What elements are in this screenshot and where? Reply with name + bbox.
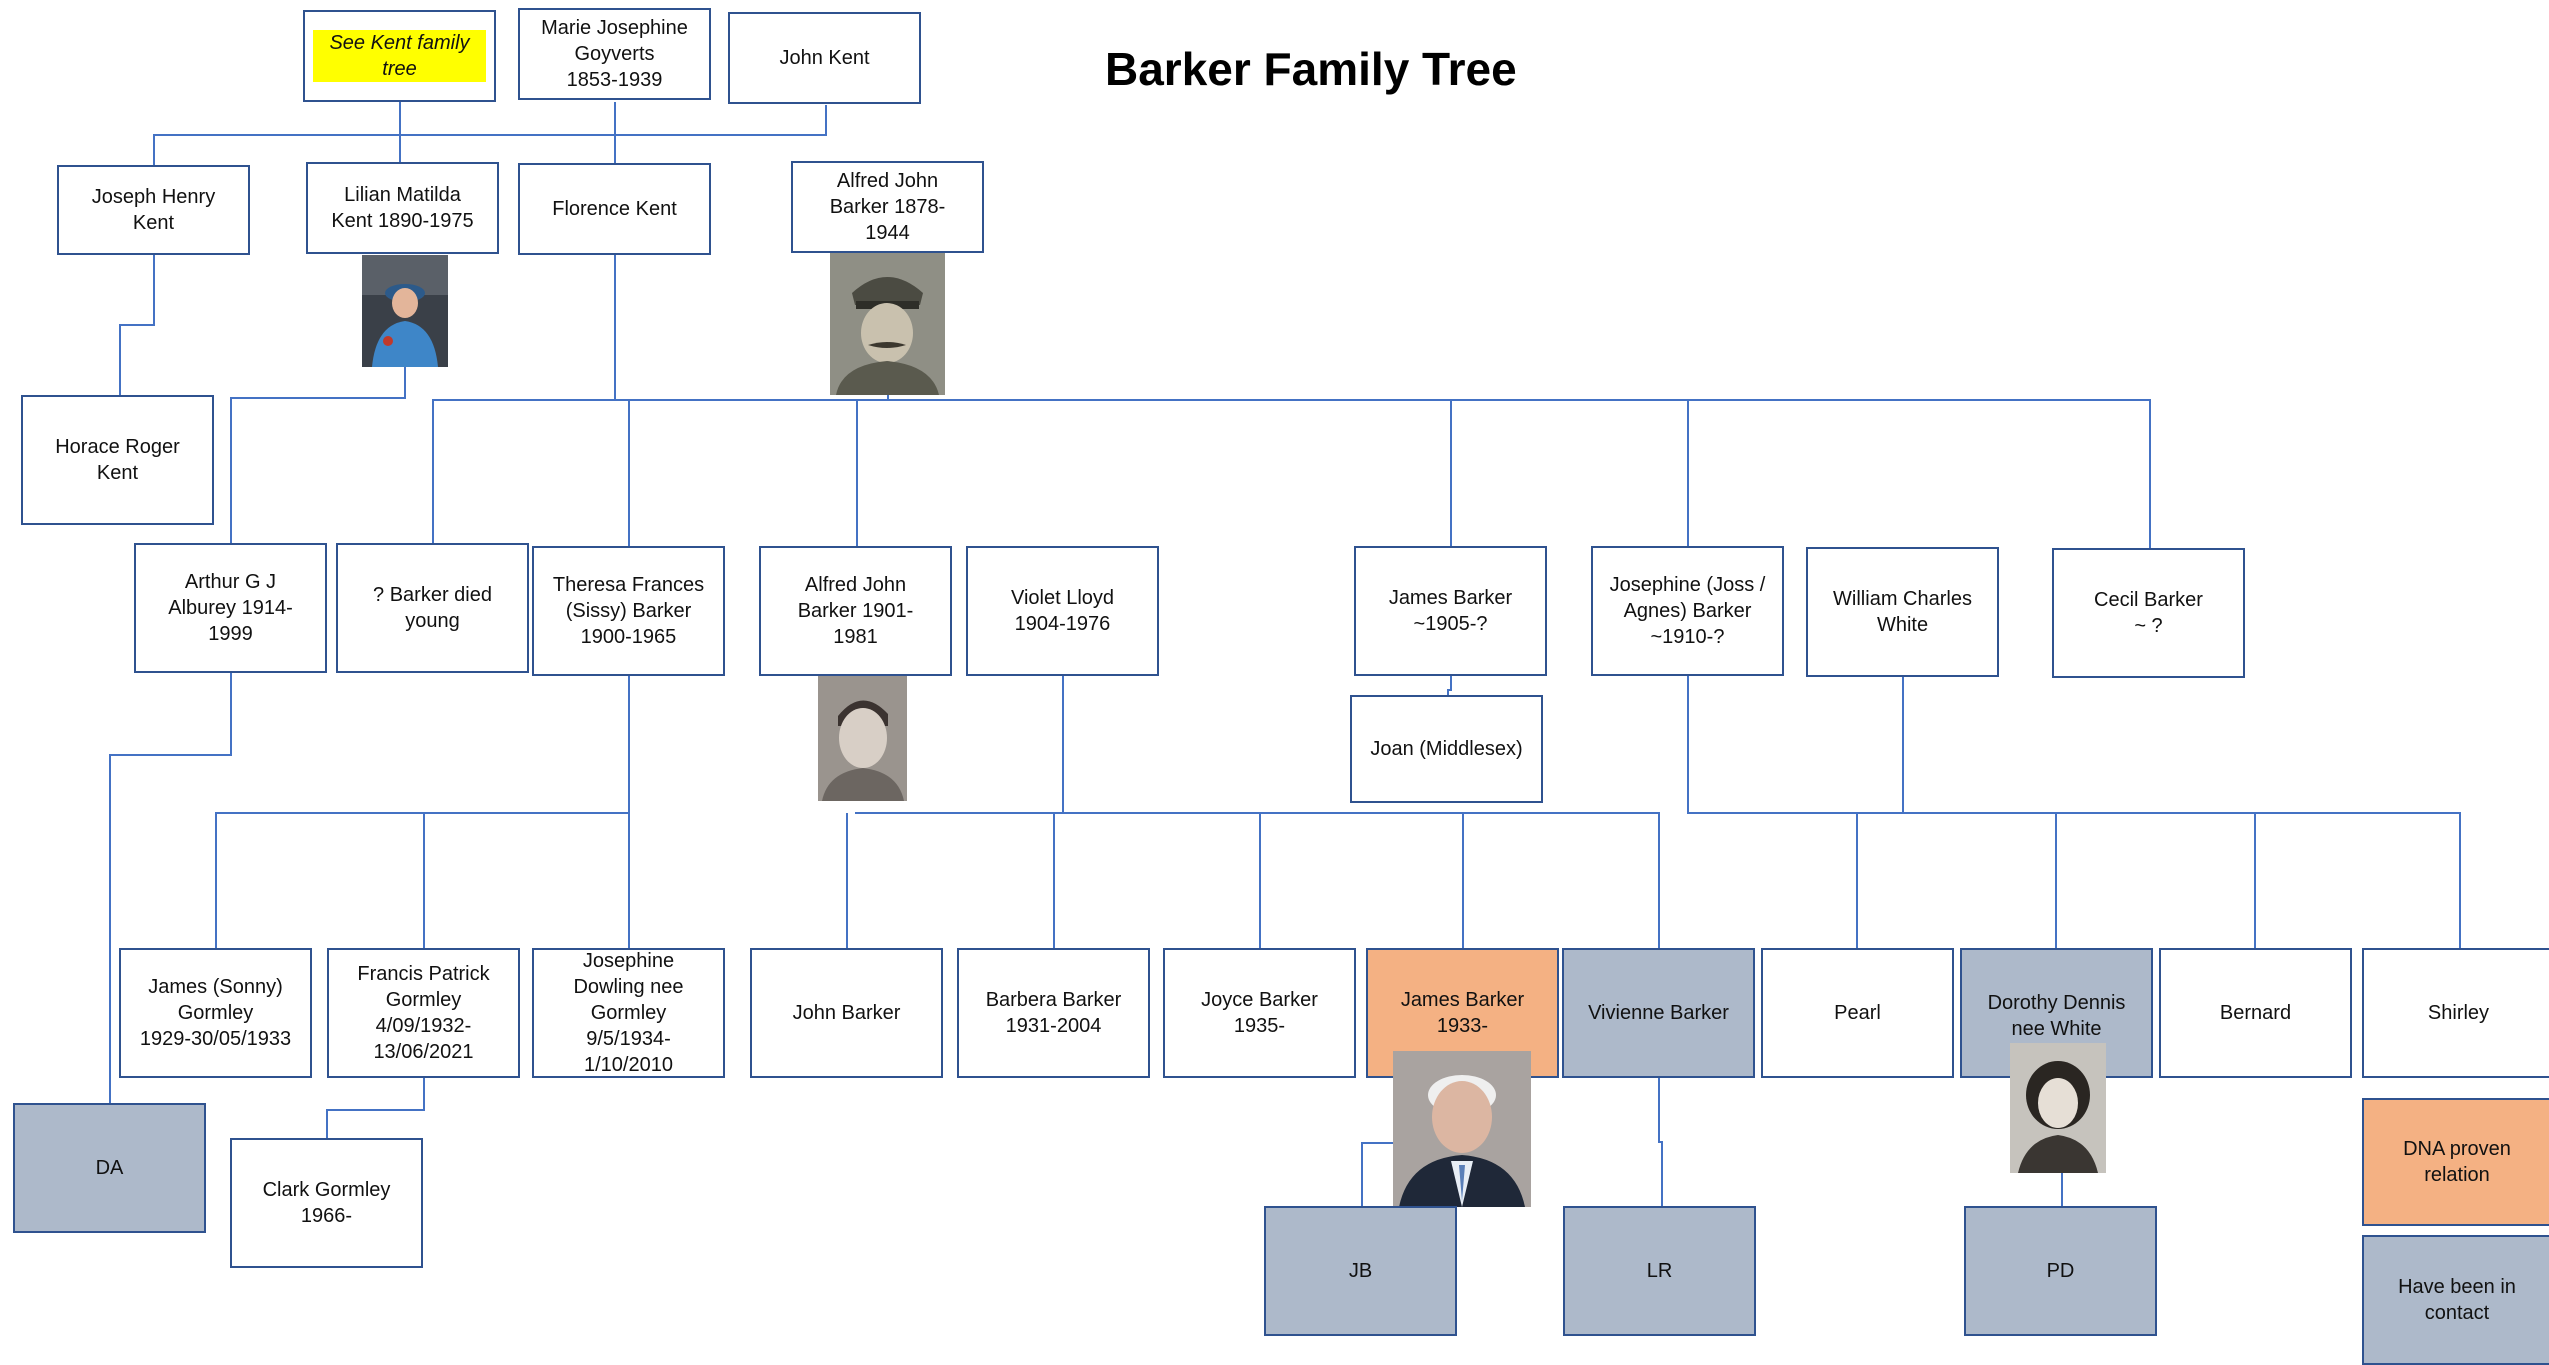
person-joyce-barker: Joyce Barker 1935- [1163, 948, 1356, 1078]
person-john-barker: John Barker [750, 948, 943, 1078]
portrait-photo-icon [362, 255, 448, 367]
person-marie-josephine-goyverts: Marie Josephine Goyverts 1853-1939 [518, 8, 711, 100]
person-horace-roger-kent: Horace Roger Kent [21, 395, 214, 525]
legend-dna-proven: DNA proven relation [2362, 1098, 2549, 1226]
person-william-charles-white: William Charles White [1806, 547, 1999, 677]
person-lilian-matilda-kent: Lilian Matilda Kent 1890-1975 [306, 162, 499, 254]
person-josephine-dowling: Josephine Dowling nee Gormley 9/5/1934- … [532, 948, 725, 1078]
legend-have-been-in-contact: Have been in contact [2362, 1235, 2549, 1365]
person-bernard: Bernard [2159, 948, 2352, 1078]
person-cecil-barker: Cecil Barker ~ ? [2052, 548, 2245, 678]
person-vivienne-barker: Vivienne Barker [1562, 948, 1755, 1078]
person-lr: LR [1563, 1206, 1756, 1336]
portrait-photo-icon [830, 253, 945, 395]
person-barker-died-young: ? Barker died young [336, 543, 529, 673]
person-james-sonny-gormley: James (Sonny) Gormley 1929-30/05/1933 [119, 948, 312, 1078]
person-joseph-henry-kent: Joseph Henry Kent [57, 165, 250, 255]
person-alfred-john-barker-1878: Alfred John Barker 1878- 1944 [791, 161, 984, 253]
portrait-photo-icon [1393, 1051, 1531, 1207]
person-clark-gormley: Clark Gormley 1966- [230, 1138, 423, 1268]
person-pd: PD [1964, 1206, 2157, 1336]
alfred-jr-portrait-photo [818, 676, 907, 801]
page-title: Barker Family Tree [1105, 43, 1517, 95]
james-1933-portrait-photo [1393, 1051, 1531, 1207]
person-theresa-frances-barker: Theresa Frances (Sissy) Barker 1900-1965 [532, 546, 725, 676]
lilian-portrait-photo [362, 255, 448, 367]
person-james-barker-1905: James Barker ~1905-? [1354, 546, 1547, 676]
person-florence-kent: Florence Kent [518, 163, 711, 255]
alfred-sr-portrait-photo [830, 253, 945, 395]
person-barbera-barker: Barbera Barker 1931-2004 [957, 948, 1150, 1078]
person-arthur-alburey: Arthur G J Alburey 1914- 1999 [134, 543, 327, 673]
person-alfred-john-barker-1901: Alfred John Barker 1901- 1981 [759, 546, 952, 676]
person-jb: JB [1264, 1206, 1457, 1336]
person-pearl: Pearl [1761, 948, 1954, 1078]
portrait-photo-icon [818, 676, 907, 801]
person-see-kent-note: See Kent family tree [303, 10, 496, 102]
person-francis-patrick-gormley: Francis Patrick Gormley 4/09/1932- 13/06… [327, 948, 520, 1078]
person-shirley: Shirley [2362, 948, 2549, 1078]
person-da: DA [13, 1103, 206, 1233]
person-violet-lloyd: Violet Lloyd 1904-1976 [966, 546, 1159, 676]
person-john-kent: John Kent [728, 12, 921, 104]
person-joan-middlesex: Joan (Middlesex) [1350, 695, 1543, 803]
dorothy-portrait-photo [2010, 1043, 2106, 1173]
person-josephine-joss-barker: Josephine (Joss / Agnes) Barker ~1910-? [1591, 546, 1784, 676]
portrait-photo-icon [2010, 1043, 2106, 1173]
